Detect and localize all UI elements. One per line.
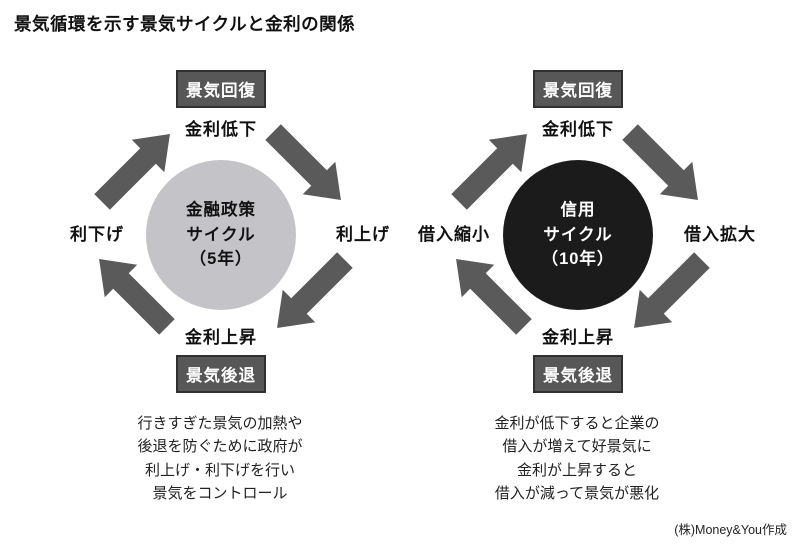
recovery-phase-box: 景気回復 xyxy=(176,70,266,108)
rate-cut-label: 利下げ xyxy=(70,225,124,244)
caption-line: 後退を防ぐために政府が xyxy=(137,438,303,456)
arrow-up-right-icon xyxy=(94,134,170,210)
credit-cycle-caption: 金利が低下すると企業の 借入が増えて好景気に 金利が上昇すると 借入が減って景気… xyxy=(417,412,737,505)
credit-cycle-diagram: 景気回復 金利低下 借入縮小 信用 サイクル （10年） 借入拡大 金利上昇 景… xyxy=(417,60,757,395)
caption-line: 金利が上昇すると xyxy=(516,461,637,479)
circle-text-line: 信用 xyxy=(560,200,596,219)
rate-fall-label: 金利低下 xyxy=(542,120,614,139)
caption-line: 利上げ・利下げを行い xyxy=(144,461,295,479)
circle-text-line: （10年） xyxy=(541,250,615,269)
borrowing-expand-label: 借入拡大 xyxy=(684,225,756,244)
circle-text-line: サイクル xyxy=(543,225,613,244)
credit-cycle-circle: 信用 サイクル （10年） xyxy=(503,160,653,310)
arrow-down-right-icon xyxy=(265,124,341,200)
page-title: 景気循環を示す景気サイクルと金利の関係 xyxy=(14,14,356,34)
arrow-down-left-icon xyxy=(277,252,353,328)
caption-line: 金利が低下すると企業の xyxy=(494,415,660,432)
monetary-policy-cycle-circle: 金融政策 サイクル （5年） xyxy=(146,160,296,310)
caption-line: 景気をコントロール xyxy=(152,484,288,502)
caption-line: 借入が増えて好景気に xyxy=(502,438,652,456)
rate-rise-label: 金利上昇 xyxy=(542,328,614,347)
arrow-up-right-icon xyxy=(451,134,527,210)
recession-phase-box: 景気後退 xyxy=(176,355,266,393)
caption-line: 借入が減って景気が悪化 xyxy=(494,484,660,502)
circle-text-line: 金融政策 xyxy=(186,200,256,219)
cycle-arrows xyxy=(451,124,710,335)
cycle-arrows xyxy=(94,124,353,335)
arrow-down-left-icon xyxy=(634,252,710,328)
arrow-up-left-icon xyxy=(456,259,532,335)
circle-text-line: （5年） xyxy=(189,250,253,269)
rate-rise-label: 金利上昇 xyxy=(185,328,257,347)
arrow-up-left-icon xyxy=(99,259,175,335)
monetary-policy-cycle-diagram: 景気回復 金利低下 利下げ 金融政策 サイクル （5年） 利上げ 金利上昇 景気… xyxy=(60,60,400,395)
circle-text-line: サイクル xyxy=(186,225,256,244)
borrowing-shrink-label: 借入縮小 xyxy=(418,225,490,244)
source-credit: (株)Money&You作成 xyxy=(674,523,787,537)
monetary-cycle-caption: 行きすぎた景気の加熱や 後退を防ぐために政府が 利上げ・利下げを行い 景気をコン… xyxy=(60,412,380,505)
recession-phase-box: 景気後退 xyxy=(533,355,623,393)
caption-line: 行きすぎた景気の加熱や xyxy=(137,415,303,432)
rate-hike-label: 利上げ xyxy=(336,225,390,244)
arrow-down-right-icon xyxy=(622,124,698,200)
rate-fall-label: 金利低下 xyxy=(185,120,257,139)
recovery-phase-box: 景気回復 xyxy=(533,70,623,108)
